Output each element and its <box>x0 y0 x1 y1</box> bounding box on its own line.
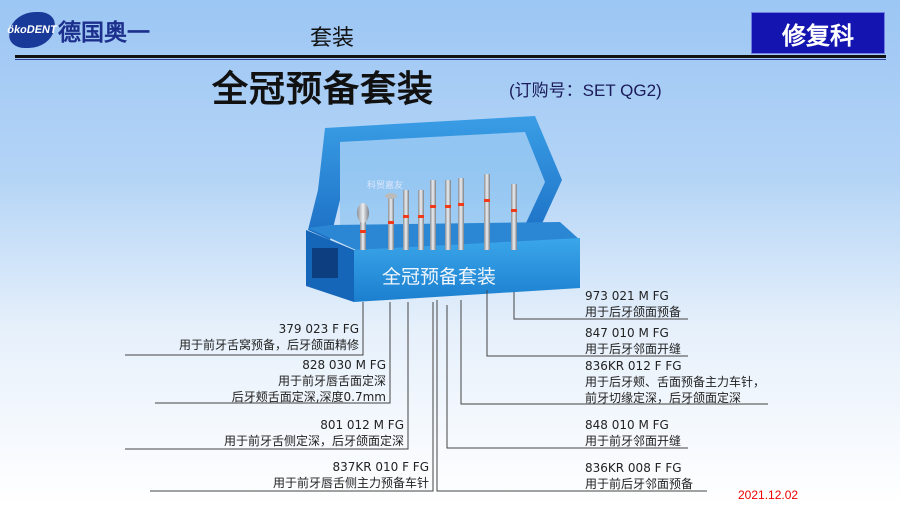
bur-code: 828 030 M FG <box>302 358 386 372</box>
bur-label: 836KR 008 F FG 用于前后牙邻面预备 <box>585 460 693 492</box>
header-divider-thin <box>15 59 886 60</box>
bur-description: 用于后牙邻面开缝 <box>585 342 682 356</box>
header-divider <box>15 55 886 58</box>
box-label: 全冠预备套装 <box>382 266 496 288</box>
bur-code: 801 012 M FG <box>320 418 404 432</box>
bur-color-band <box>360 230 366 233</box>
bur-5 <box>430 180 436 250</box>
leader-line <box>125 302 364 356</box>
page-title: 全冠预备套装 <box>212 69 435 110</box>
bur-label: 836KR 012 F FG 用于后牙颊、舌面预备主力车针， 前牙切缘定深，后牙颌面… <box>585 358 765 406</box>
burs <box>357 174 517 250</box>
bur-color-band <box>388 221 394 224</box>
bur-description: 用于前牙舌窝预备，后牙颌面精修 <box>178 338 359 352</box>
bur-box: 全冠预备套装 科贸嘉友 <box>306 116 580 302</box>
bur-description: 后牙颊舌面定深,深度0.7mm <box>231 390 386 404</box>
order-number: (订购号：SET QG2) <box>509 81 662 100</box>
bur-label: 973 021 M FG 用于后牙颌面预备 <box>585 288 681 320</box>
department-badge: 修复科 <box>751 12 885 54</box>
bur-label: 379 023 F FG 用于前牙舌窝预备，后牙颌面精修 <box>179 321 359 353</box>
bur-code: 847 010 M FG <box>585 326 669 340</box>
bur-code: 837KR 010 F FG <box>332 460 429 474</box>
bur-description: 用于前牙舌侧定深，后牙颌面定深 <box>223 434 404 448</box>
bur-code: 848 010 M FG <box>585 418 669 432</box>
bur-description: 用于后牙颌面预备 <box>585 305 682 319</box>
leader-line <box>486 290 688 357</box>
leader-line <box>436 300 707 492</box>
bur-description: 用于前牙唇舌面定深 <box>277 374 386 388</box>
bur-description: 用于后牙颊、舌面预备主力车针， <box>585 375 766 389</box>
bur-color-band <box>418 215 424 218</box>
bur-description: 用于前牙邻面开缝 <box>585 434 682 448</box>
bur-3 <box>403 190 409 250</box>
date: 2021.12.02 <box>738 488 799 502</box>
leader-line <box>513 292 688 320</box>
bur-label: 801 012 M FG 用于前牙舌侧定深，后牙颌面定深 <box>224 417 404 449</box>
bur-description: 用于前后牙邻面预备 <box>585 477 694 491</box>
bur-head <box>385 193 397 199</box>
bur-description: 用于前牙唇舌侧主力预备车针 <box>272 476 429 490</box>
leader-line <box>460 300 768 405</box>
bur-head <box>357 203 369 223</box>
bur-color-band <box>445 205 451 208</box>
bur-code: 973 021 M FG <box>585 289 669 303</box>
leader-line <box>125 302 409 450</box>
bur-6 <box>445 180 451 250</box>
leader-line <box>446 305 688 449</box>
bur-4 <box>418 190 424 250</box>
bur-color-band <box>403 215 409 218</box>
bur-8 <box>484 174 490 250</box>
leader-line <box>150 302 434 492</box>
logo-text: 德国奥一 <box>58 20 150 46</box>
bur-1 <box>360 205 366 250</box>
logo: ökoDENT 德国奥一 <box>6 12 150 48</box>
leader-line <box>155 302 391 404</box>
section-title: 套装 <box>310 26 355 51</box>
bur-color-band <box>458 203 464 206</box>
bur-color-band <box>430 205 436 208</box>
leader-lines <box>125 290 768 492</box>
bur-code: 379 023 F FG <box>278 322 359 336</box>
bur-code: 836KR 012 F FG <box>585 359 682 373</box>
bur-code: 836KR 008 F FG <box>585 461 682 475</box>
bur-7 <box>458 178 464 250</box>
bur-color-band <box>511 209 517 212</box>
bur-label: 848 010 M FG 用于前牙邻面开缝 <box>585 417 681 449</box>
watermark: 科贸嘉友 <box>367 179 403 191</box>
bur-color-band <box>484 199 490 202</box>
bur-label: 837KR 010 F FG 用于前牙唇舌侧主力预备车针 <box>273 459 429 491</box>
bur-label: 847 010 M FG 用于后牙邻面开缝 <box>585 325 681 357</box>
bur-description: 前牙切缘定深，后牙颌面定深 <box>585 391 742 405</box>
bur-label: 828 030 M FG 用于前牙唇舌面定深后牙颊舌面定深,深度0.7mm <box>232 357 386 405</box>
bur-9 <box>511 184 517 250</box>
